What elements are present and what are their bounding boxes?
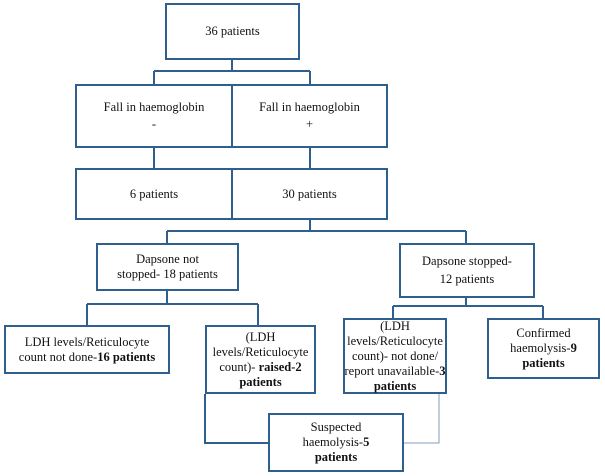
node-ldh-not-done-line1: LDH levels/Reticulocyte bbox=[24, 334, 150, 349]
node-fall-positive-line1: Fall in haemoglobin bbox=[259, 100, 360, 114]
node-dapsone-stopped-line2: 12 patients bbox=[439, 272, 495, 286]
node-confirmed-count: 9 bbox=[570, 341, 577, 355]
node-confirmed-haemolysis: Confirmed haemolysis-9 patients bbox=[487, 318, 600, 379]
node-fall-positive-line2: + bbox=[305, 117, 314, 131]
node-dapsone-not-stopped: Dapsone not stopped- 18 patients bbox=[96, 243, 239, 291]
node-ldh-unavailable-line3: count)- not done/ bbox=[351, 348, 439, 363]
node-suspected-line3: patients bbox=[314, 450, 358, 464]
node-ldh-unavailable-count: 3 bbox=[439, 363, 446, 378]
node-suspected-line2: haemolysis-5 bbox=[303, 435, 370, 450]
node-ldh-unavailable-line2: levels/Reticulocyte bbox=[347, 333, 443, 348]
node-ldh-unavailable-label: report unavailable- bbox=[344, 363, 440, 378]
node-fall-in-haemoglobin-negative: Fall in haemoglobin - bbox=[75, 84, 233, 148]
node-ldh-unavailable-line4: report unavailable-3 bbox=[345, 364, 446, 379]
node-six-patients: 6 patients bbox=[75, 168, 233, 220]
node-ldh-raised-line3: count)- raised-2 bbox=[219, 360, 301, 375]
node-ldh-raised: (LDH levels/Reticulocyte count)- raised-… bbox=[205, 325, 316, 394]
node-suspected-haemolysis: Suspected haemolysis-5 patients bbox=[268, 413, 404, 472]
node-confirmed-line2: haemolysis-9 bbox=[510, 341, 577, 356]
node-confirmed-line3: patients bbox=[522, 356, 565, 370]
connector-unavailable-to-suspected bbox=[404, 394, 440, 444]
node-ldh-raised-line1: (LDH bbox=[245, 329, 276, 344]
node-dapsone-stopped: Dapsone stopped- 12 patients bbox=[399, 243, 535, 298]
node-ldh-not-done-count: 16 patients bbox=[97, 349, 156, 364]
node-ldh-not-done-label: count not done- bbox=[18, 349, 98, 364]
node-ldh-unavailable-line1: (LDH bbox=[380, 318, 410, 333]
node-fall-in-haemoglobin-positive: Fall in haemoglobin + bbox=[231, 84, 388, 148]
node-confirmed-line1: Confirmed bbox=[516, 326, 571, 340]
node-thirty-patients: 30 patients bbox=[231, 168, 388, 220]
node-total-patients-text: 36 patients bbox=[205, 24, 260, 38]
node-dapsone-not-line2: stopped- 18 patients bbox=[117, 267, 218, 281]
node-fall-negative-line2: - bbox=[151, 117, 157, 131]
node-suspected-label: haemolysis- bbox=[302, 435, 364, 449]
node-ldh-raised-line4: patients bbox=[239, 374, 282, 389]
node-fall-negative-line1: Fall in haemoglobin bbox=[103, 100, 205, 114]
node-six-patients-text: 6 patients bbox=[129, 186, 179, 201]
node-ldh-unavailable: (LDH levels/Reticulocyte count)- not don… bbox=[343, 318, 447, 394]
node-total-patients: 36 patients bbox=[165, 3, 300, 60]
connector-raised-to-suspected bbox=[204, 394, 268, 444]
node-ldh-raised-count: raised-2 bbox=[258, 359, 302, 374]
node-ldh-unavailable-line5: patients bbox=[373, 378, 417, 393]
node-ldh-not-done: LDH levels/Reticulocyte count not done-1… bbox=[4, 325, 170, 374]
node-ldh-raised-line2: levels/Reticulocyte bbox=[212, 344, 309, 359]
node-dapsone-not-line1: Dapsone not bbox=[136, 252, 199, 266]
node-confirmed-label: haemolysis- bbox=[510, 341, 571, 355]
node-ldh-not-done-line2: count not done-16 patients bbox=[19, 350, 155, 365]
node-thirty-patients-text: 30 patients bbox=[282, 186, 337, 201]
node-suspected-count: 5 bbox=[363, 435, 370, 449]
node-ldh-raised-label: count)- bbox=[219, 359, 259, 374]
node-dapsone-stopped-line1: Dapsone stopped- bbox=[422, 254, 512, 268]
node-suspected-line1: Suspected bbox=[310, 420, 362, 434]
